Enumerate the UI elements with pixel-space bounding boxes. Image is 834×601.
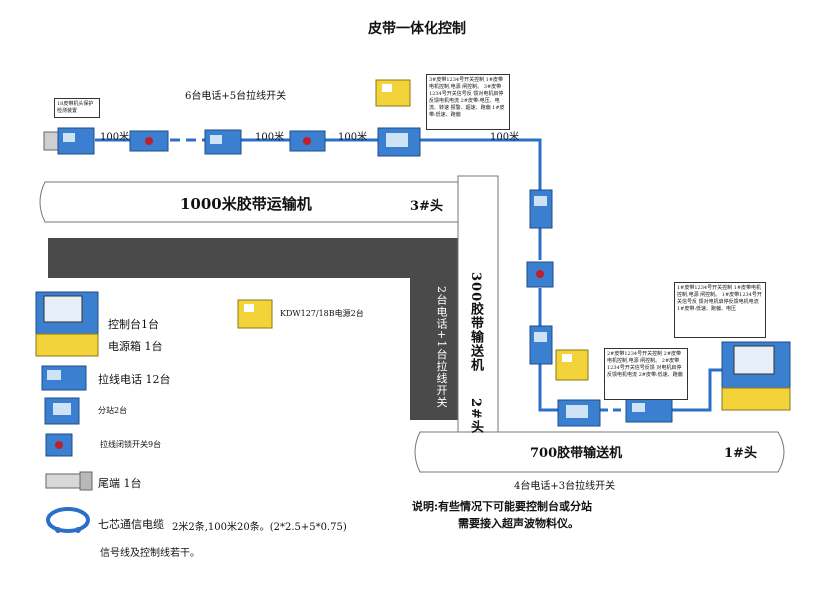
note-line2: 需要接入超声波物料仪。	[458, 517, 579, 530]
substations	[377, 127, 601, 427]
legend-label: 七芯通信电缆	[98, 518, 164, 531]
legend-label: 电源箱 1台	[108, 340, 163, 353]
distance-label: 100米	[255, 132, 285, 143]
distance-label: 100米	[490, 132, 520, 143]
belt-1000-head: 3#头	[410, 199, 443, 214]
legend-label: 信号线及控制线若干。	[100, 548, 200, 559]
legend-detail: 2米2条,100米20条。(2*2.5+5*0.75)	[172, 522, 347, 533]
belt-700-bottom-note: 4台电话+3台拉线开关	[514, 481, 616, 492]
belt-700-name: 700胶带输送机	[530, 446, 623, 461]
page-title: 皮带一体化控制	[368, 21, 466, 37]
legend-label: 尾端 1台	[98, 477, 142, 490]
legend-label: 控制台1台	[108, 318, 159, 331]
top-cable	[95, 138, 723, 412]
legend-icons	[35, 291, 99, 533]
belt-1000-name: 1000米胶带运输机	[180, 195, 312, 213]
annotation-right: 1#皮带1234号开关控制 1#皮带电机控制,电源 闸控制。 1#皮带1234号…	[674, 282, 766, 338]
top-section-label: 6台电话+5台拉线开关	[185, 91, 287, 102]
belt-700	[414, 431, 785, 473]
annotation-top: 3#皮带1234号开关控制 1#皮带电机控制,电源 闸控制。 3#皮带1234号…	[426, 74, 510, 130]
legend-label: 拉线电话 12台	[98, 373, 171, 386]
pull-wire-phones	[204, 129, 673, 423]
power-device-label: KDW127/18B电源2台	[280, 309, 364, 318]
control-console-right	[721, 341, 791, 411]
pull-switch-devices	[129, 130, 554, 288]
tail-end-device	[43, 127, 95, 155]
note-line1: 说明:有些情况下可能要控制台或分站	[412, 500, 593, 513]
belt-300-head: 2#头	[468, 398, 483, 434]
legend-label: 拉线闭锁开关9台	[100, 440, 162, 449]
note: 说明:有些情况下可能要控制台或分站 需要接入超声波物料仪。	[412, 498, 592, 532]
belt-1000	[39, 181, 489, 223]
distance-label: 100米	[100, 132, 130, 143]
tail-device-note: 18皮带机头保护 检测装置	[54, 98, 100, 118]
distance-label: 100米	[338, 132, 368, 143]
belt-300-side-note: 2台电话+1台拉线开关	[435, 286, 448, 409]
power-boxes	[237, 79, 589, 381]
belt-700-head: 1#头	[724, 446, 757, 461]
legend-label: 分站2台	[98, 406, 128, 415]
belt-300-name: 300胶带输送机	[468, 272, 483, 373]
wall	[48, 238, 485, 420]
annotation-mid: 2#皮带1234号开关控制 2#皮带电机控制,电源 闸控制。 2#皮带1234号…	[604, 348, 688, 400]
